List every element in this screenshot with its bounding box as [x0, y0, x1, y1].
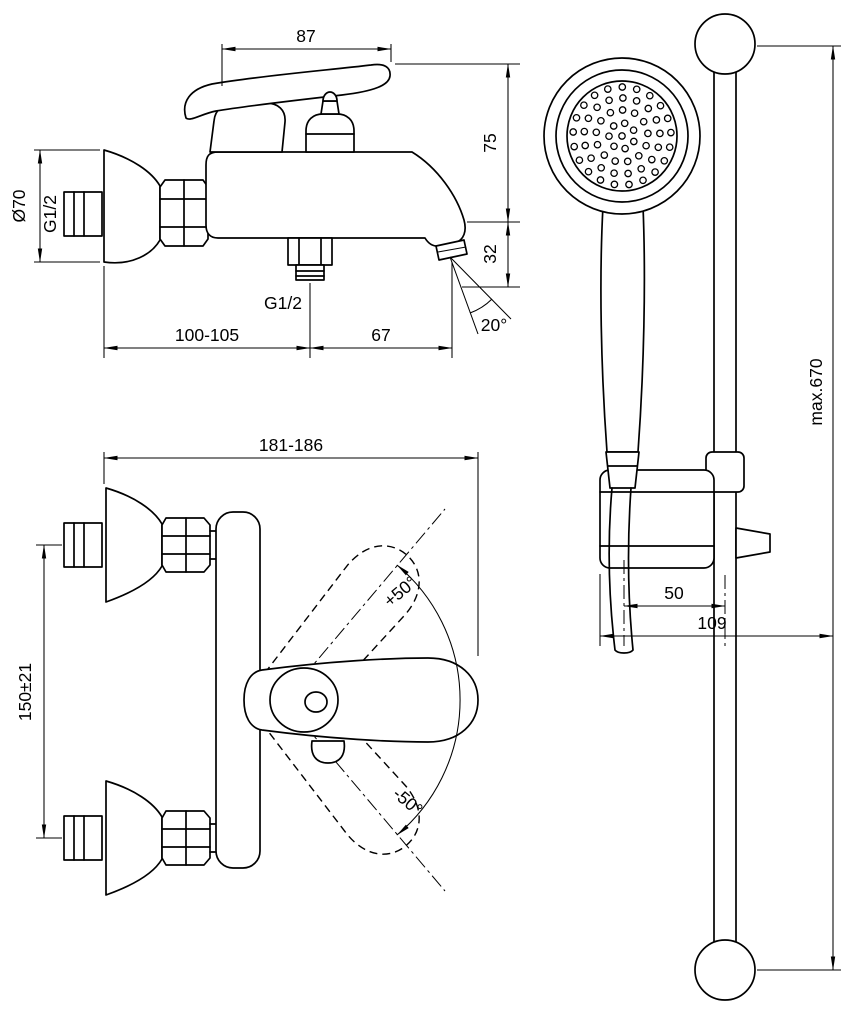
dim-label-32: 32: [480, 244, 500, 263]
rail-tube: [694, 13, 756, 1001]
spray-nozzles: [569, 83, 675, 189]
mixer-body-and-spout: [205, 151, 466, 247]
shower-handle: [600, 205, 646, 453]
side-view-dimensions: 87 75 32 20° 100-105 67 G1/2 Ø70 G1/2: [9, 26, 520, 358]
wall-escutcheon: [103, 149, 161, 264]
dim-label-100-105: 100-105: [175, 325, 239, 345]
connector-nut: [159, 179, 209, 247]
inlet-bottom: [63, 780, 217, 896]
dim-label-109: 109: [697, 613, 726, 633]
rail-view-dimensions: 50 109 max.670: [599, 45, 841, 971]
lever-handle-front: [243, 657, 479, 764]
dim-label-plus50: +50°: [380, 572, 421, 611]
dim-label-minus50: -50°: [389, 783, 427, 819]
hose-nut: [605, 451, 640, 489]
dim-label-g12-inlet: G1/2: [40, 195, 60, 233]
dim-label-50: 50: [664, 583, 684, 603]
dim-label-75: 75: [480, 133, 500, 152]
inlet-top: [63, 487, 217, 603]
mixer-front-view: +50° -50° 181-186 150±21: [15, 435, 479, 896]
front-view-dimensions: +50° -50° 181-186 150±21: [15, 435, 479, 839]
wall-inlet-stub: [63, 191, 103, 237]
spout-mouth: [435, 239, 468, 261]
diverter-knob: [305, 91, 355, 153]
dim-label-g12-outlet: G1/2: [264, 293, 302, 313]
dim-label-67: 67: [371, 325, 390, 345]
dim-label-150pm21: 150±21: [15, 663, 35, 721]
shower-outlet-bottom: [287, 237, 333, 281]
dim-label-max670: max.670: [806, 358, 826, 425]
dim-label-20deg: 20°: [481, 315, 507, 335]
dim-label-87: 87: [296, 26, 315, 46]
shower-hose: [608, 487, 634, 654]
lever-handle: [183, 63, 391, 120]
rail-top-knob: [694, 13, 756, 75]
dim-label-181-186: 181-186: [259, 435, 323, 455]
dim-label-d70: Ø70: [9, 189, 29, 222]
mixer-side-view: 87 75 32 20° 100-105 67 G1/2 Ø70 G1/2: [9, 26, 520, 358]
hand-shower: [543, 57, 701, 654]
rail-bottom-knob: [694, 939, 756, 1001]
shower-rail-view: 50 109 max.670: [543, 13, 841, 1001]
clamp-knob: [735, 527, 771, 559]
